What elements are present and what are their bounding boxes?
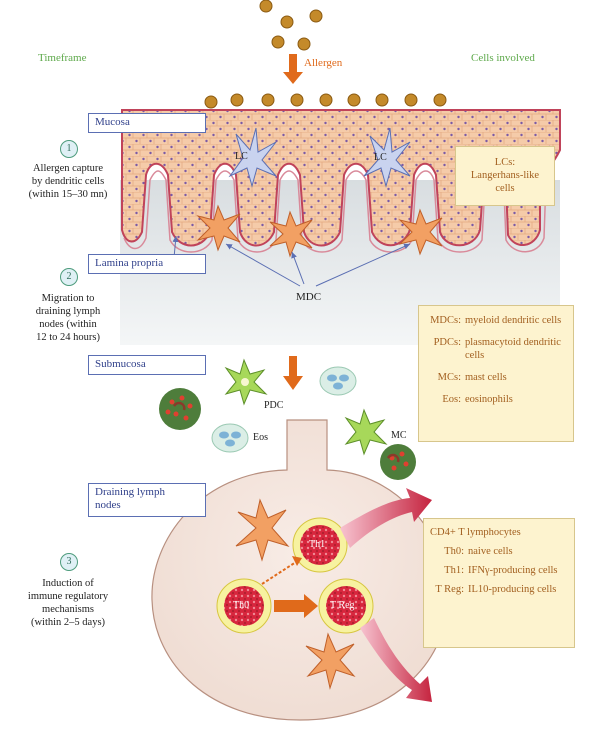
migration-arrow <box>283 356 303 390</box>
step-2-line-3: nodes (within <box>39 319 97 330</box>
allergen-particles <box>204 0 447 109</box>
step-2-line-4: 12 to 24 hours) <box>36 332 100 343</box>
step-3-line-2: immune regulatory <box>27 591 109 602</box>
mast-cell-upper <box>159 388 201 430</box>
mdc-pointer-lines <box>172 235 411 287</box>
legend-treg-desc: IL10-producing cells <box>468 584 557 595</box>
step-2-text: Migration to draining lymph nodes (withi… <box>2 292 134 344</box>
th0-cell <box>216 578 272 634</box>
lymph-nodes-label-line1: Draining lymph <box>95 486 165 498</box>
pdc-cell-2 <box>344 408 388 456</box>
legend-mc-desc: mast cells <box>465 372 507 383</box>
step-3-line-3: mechanisms <box>42 604 94 615</box>
legend-row-th1: Th1: IFNγ-producing cells <box>430 564 568 577</box>
eos-label: Eos <box>253 432 268 443</box>
step-3-text: Induction of immune regulatory mechanism… <box>2 577 134 629</box>
legend-lc-title: LCs: <box>494 157 516 168</box>
pdc-label: PDC <box>264 400 284 411</box>
step-1-text: Allergen capture by dendritic cells (wit… <box>2 162 134 201</box>
legend-lc: LCs: Langerhans-like cells <box>455 146 555 206</box>
legend-cells: MDCs: myeloid dendritic cells PDCs: plas… <box>418 305 574 442</box>
th1-label: Th1 <box>309 539 326 550</box>
legend-th1-abbr: Th1: <box>444 565 464 576</box>
step-1-number: 1 <box>60 140 78 158</box>
lamina-propria-label: Lamina propria <box>88 254 206 274</box>
legend-mdc-desc: myeloid dendritic cells <box>465 315 562 326</box>
legend-mdc-abbr: MDCs: <box>430 315 461 326</box>
allergen-label: Allergen <box>304 57 343 69</box>
legend-th0-abbr: Th0: <box>444 546 464 557</box>
treg-exit-arrow <box>360 618 432 702</box>
th0-to-treg-arrow <box>274 594 318 618</box>
step-1-line-2: by dendritic cells <box>31 176 105 187</box>
mdc-cell-1 <box>196 204 241 252</box>
submucosa-label: Submucosa <box>88 355 206 375</box>
legend-row-mdc: MDCs: myeloid dendritic cells <box>425 314 567 327</box>
basement-membrane <box>123 159 547 253</box>
step-3-line-4: (within 2–5 days) <box>30 617 106 628</box>
legend-eos-abbr: Eos: <box>442 394 461 405</box>
eos-cell-left <box>211 423 249 453</box>
legend-pdc-desc: plasmacytoid dendritic cells <box>465 337 561 361</box>
th1-cell <box>292 517 348 573</box>
legend-pdc-abbr: PDCs: <box>433 337 461 348</box>
mucosa-label: Mucosa <box>88 113 206 133</box>
legend-row-pdc: PDCs: plasmacytoid dendritic cells <box>425 336 567 362</box>
step-3-number: 3 <box>60 553 78 571</box>
timeframe-header: Timeframe <box>38 52 87 64</box>
legend-lc-desc: Langerhans-like cells <box>470 170 540 194</box>
step-3-line-1: Induction of <box>42 578 94 589</box>
legend-eos-desc: eosinophils <box>465 394 513 405</box>
legend-t-cells: CD4+ T lymphocytes Th0: naive cells Th1:… <box>423 518 575 648</box>
legend-treg-abbr: T Reg: <box>435 584 464 595</box>
lc-label-left: LC <box>235 151 248 162</box>
legend-th1-desc: IFNγ-producing cells <box>468 565 558 576</box>
treg-label: T Reg <box>330 600 355 611</box>
lc-label-right: LC <box>374 152 387 163</box>
step-1-line-1: Allergen capture <box>32 163 104 174</box>
mast-cell-lower <box>380 444 416 480</box>
step-2-line-2: draining lymph <box>35 306 101 317</box>
lc-cell-right <box>363 127 411 188</box>
mc-label: MC <box>391 430 407 441</box>
node-dc-2 <box>305 632 356 690</box>
eos-cell-right <box>319 366 357 396</box>
legend-th0-desc: naive cells <box>468 546 513 557</box>
legend-mc-abbr: MCs: <box>437 372 461 383</box>
lc-cell-left <box>228 127 277 188</box>
legend-row-th0: Th0: naive cells <box>430 545 568 558</box>
allergen-arrow <box>283 54 303 84</box>
legend-row-eos: Eos: eosinophils <box>425 393 567 406</box>
cells-involved-header: Cells involved <box>471 52 535 64</box>
legend-row-mc: MCs: mast cells <box>425 371 567 384</box>
mdc-cell-3 <box>398 208 443 256</box>
th0-label: Th0 <box>233 600 250 611</box>
legend-row-treg: T Reg: IL10-producing cells <box>430 583 568 596</box>
th1-exit-arrow <box>340 488 432 548</box>
step-2-line-1: Migration to <box>41 293 95 304</box>
step-2-number: 2 <box>60 268 78 286</box>
treg-cell <box>318 578 374 634</box>
legend-t-title: CD4+ T lymphocytes <box>430 527 521 538</box>
mdc-label: MDC <box>296 291 322 303</box>
mdc-cell-2 <box>269 210 313 258</box>
th0-to-th1-arrow <box>261 561 297 585</box>
lymph-nodes-label: Draining lymph nodes <box>88 483 206 517</box>
node-dc-1 <box>235 498 290 562</box>
step-1-line-3: (within 15–30 mn) <box>28 189 108 200</box>
lymph-nodes-label-line2: nodes <box>95 499 121 511</box>
